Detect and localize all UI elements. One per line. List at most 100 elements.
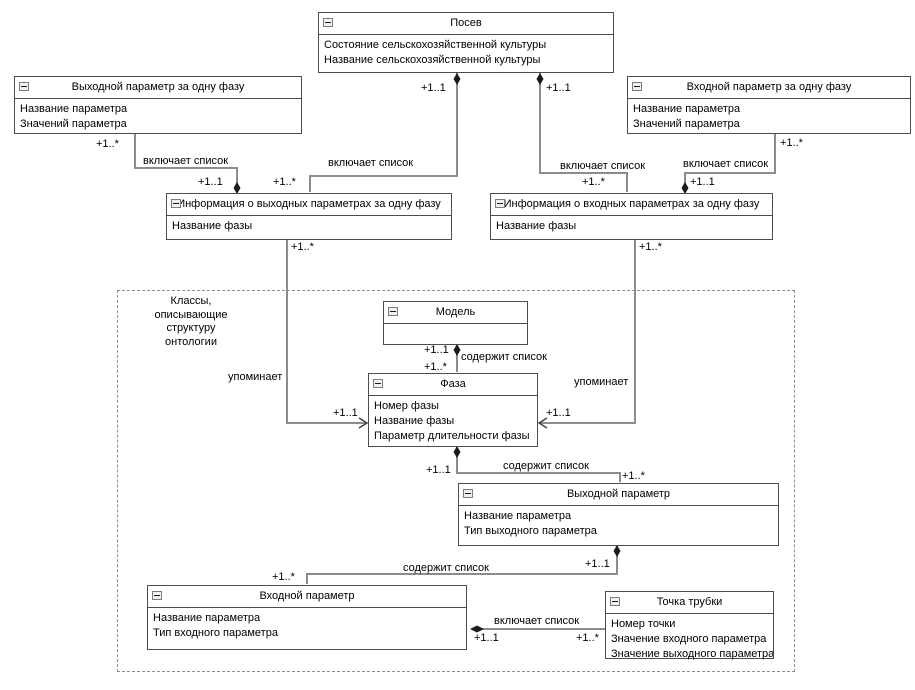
class-output-param-per-phase[interactable]: Выходной параметр за одну фазу Название … bbox=[14, 76, 302, 134]
multiplicity-label: +1..1 bbox=[546, 407, 571, 419]
collapse-icon[interactable] bbox=[373, 379, 383, 388]
attribute: Название параметра bbox=[464, 510, 572, 522]
edge-posev-infoout[interactable] bbox=[309, 72, 458, 192]
collapse-icon[interactable] bbox=[463, 489, 473, 498]
multiplicity-label: +1..* bbox=[622, 470, 645, 482]
multiplicity-label: +1..* bbox=[272, 571, 295, 583]
collapse-icon[interactable] bbox=[171, 199, 181, 208]
attribute: Значений параметра bbox=[20, 118, 127, 130]
composition-diamond bbox=[613, 545, 621, 557]
multiplicity-label: +1..1 bbox=[585, 558, 610, 570]
class-title: Модель bbox=[435, 306, 476, 318]
class-attributes: Название параметра Тип входного параметр… bbox=[148, 608, 466, 641]
class-attributes: Название параметра Значений параметра bbox=[15, 99, 301, 132]
edge-label: включает список bbox=[494, 615, 580, 627]
open-arrowhead bbox=[358, 417, 369, 429]
collapse-icon[interactable] bbox=[388, 307, 398, 316]
multiplicity-label: +1..1 bbox=[426, 464, 451, 476]
class-attributes: Состояние сельскохозяйственной культуры … bbox=[319, 35, 613, 68]
edge-faza-outparam[interactable] bbox=[456, 446, 621, 482]
collapse-icon[interactable] bbox=[19, 82, 29, 91]
edge-label: упоминает bbox=[574, 376, 629, 388]
class-title-bar: Модель bbox=[384, 302, 527, 324]
attribute: Значение входного параметра bbox=[611, 633, 767, 645]
composition-diamond bbox=[233, 182, 241, 194]
multiplicity-label: +1..1 bbox=[333, 407, 358, 419]
class-attributes: Название фазы bbox=[167, 216, 451, 234]
edge-label: включает список bbox=[143, 155, 229, 167]
class-title-bar: Фаза bbox=[369, 374, 537, 396]
collapse-icon[interactable] bbox=[323, 18, 333, 27]
collapse-icon[interactable] bbox=[632, 82, 642, 91]
multiplicity-label: +1..1 bbox=[474, 632, 499, 644]
attribute: Значений параметра bbox=[633, 118, 740, 130]
composition-diamond bbox=[536, 73, 544, 85]
attribute: Название параметра bbox=[20, 103, 128, 115]
composition-diamond bbox=[453, 73, 461, 85]
composition-diamond bbox=[453, 344, 461, 356]
multiplicity-label: +1..1 bbox=[198, 176, 223, 188]
class-attributes: Номер точки Значение входного параметра … bbox=[606, 614, 773, 662]
multiplicity-label: +1..* bbox=[582, 176, 605, 188]
attribute: Название сельскохозяйственной культуры bbox=[324, 54, 541, 66]
attribute: Тип входного параметра bbox=[153, 627, 278, 639]
class-title: Точка трубки bbox=[656, 596, 723, 608]
class-title: Выходной параметр за одну фазу bbox=[71, 81, 245, 93]
class-attributes: Номер фазы Название фазы Параметр длител… bbox=[369, 396, 537, 444]
class-title-bar: Выходной параметр за одну фазу bbox=[15, 77, 301, 99]
edge-infoin-faza[interactable] bbox=[540, 239, 636, 424]
class-posev[interactable]: Посев Состояние сельскохозяйственной кул… bbox=[318, 12, 614, 73]
composition-diamond bbox=[453, 446, 461, 458]
class-title: Входной параметр bbox=[259, 590, 355, 602]
class-output-param[interactable]: Выходной параметр Название параметра Тип… bbox=[458, 483, 779, 546]
attribute: Название фазы bbox=[496, 220, 577, 232]
edge-label: упоминает bbox=[228, 371, 283, 383]
collapse-icon[interactable] bbox=[152, 591, 162, 600]
class-title-bar: Точка трубки bbox=[606, 592, 773, 614]
class-title: Информация о входных параметрах за одну … bbox=[503, 198, 760, 210]
multiplicity-label: +1..* bbox=[96, 138, 119, 150]
edge-posev-infoin[interactable] bbox=[539, 72, 628, 192]
edge-infoout-faza[interactable] bbox=[286, 239, 366, 424]
attribute: Название параметра bbox=[633, 103, 741, 115]
multiplicity-label: +1..* bbox=[780, 137, 803, 149]
class-info-output-params[interactable]: Информация о выходных параметрах за одну… bbox=[166, 193, 452, 240]
multiplicity-label: +1..1 bbox=[690, 176, 715, 188]
class-title-bar: Входной параметр bbox=[148, 586, 466, 608]
edge-label: включает список bbox=[683, 158, 769, 170]
class-attributes: Название фазы bbox=[491, 216, 772, 234]
multiplicity-label: +1..* bbox=[424, 361, 447, 373]
edge-outparam-inparam[interactable] bbox=[306, 545, 618, 584]
class-title: Фаза bbox=[440, 378, 466, 390]
class-info-input-params[interactable]: Информация о входных параметрах за одну … bbox=[490, 193, 773, 240]
attribute: Параметр длительности фазы bbox=[374, 430, 530, 442]
class-model[interactable]: Модель bbox=[383, 301, 528, 345]
composition-diamond bbox=[470, 625, 484, 633]
edge-outparamphase-infoout[interactable] bbox=[134, 133, 238, 192]
class-title: Входной параметр за одну фазу bbox=[686, 81, 852, 93]
class-input-param[interactable]: Входной параметр Название параметра Тип … bbox=[147, 585, 467, 650]
attribute: Состояние сельскохозяйственной культуры bbox=[324, 39, 547, 51]
attribute: Тип выходного параметра bbox=[464, 525, 597, 537]
multiplicity-label: +1..* bbox=[291, 241, 314, 253]
attribute: Номер фазы bbox=[374, 400, 439, 412]
class-title-bar: Информация о входных параметрах за одну … bbox=[491, 194, 772, 216]
multiplicity-label: +1..1 bbox=[424, 344, 449, 356]
edge-label: содержит список bbox=[403, 562, 489, 574]
edge-label: включает список bbox=[328, 157, 414, 169]
collapse-icon[interactable] bbox=[495, 199, 505, 208]
class-title-bar: Информация о выходных параметрах за одну… bbox=[167, 194, 451, 216]
ontology-group-label: Классы, описывающие структуру онтологии bbox=[154, 295, 228, 348]
class-tube-point[interactable]: Точка трубки Номер точки Значение входно… bbox=[605, 591, 774, 662]
multiplicity-label: +1..* bbox=[576, 632, 599, 644]
attribute: Название фазы bbox=[172, 220, 253, 232]
class-phase[interactable]: Фаза Номер фазы Название фазы Параметр д… bbox=[368, 373, 538, 447]
class-title-bar: Посев bbox=[319, 13, 613, 35]
class-input-param-per-phase[interactable]: Входной параметр за одну фазу Название п… bbox=[627, 76, 911, 134]
class-title-bar: Выходной параметр bbox=[459, 484, 778, 506]
collapse-icon[interactable] bbox=[610, 597, 620, 606]
multiplicity-label: +1..1 bbox=[546, 82, 571, 94]
attribute: Название параметра bbox=[153, 612, 261, 624]
